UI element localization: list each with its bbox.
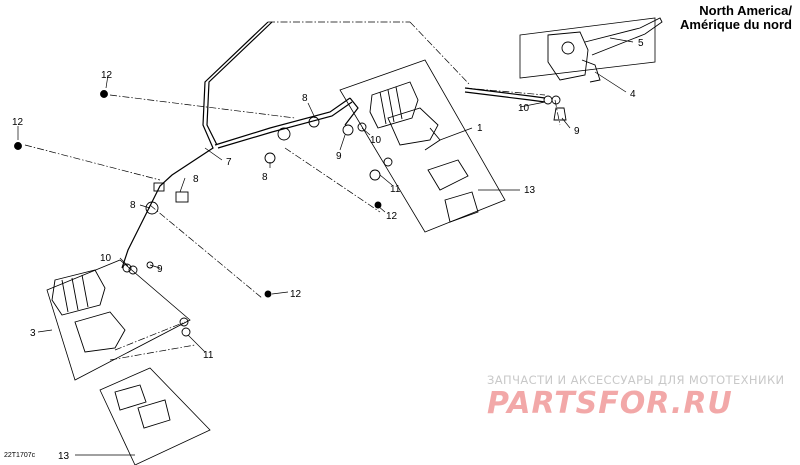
caliper-left xyxy=(51,269,126,353)
region-title-line2: Amérique du nord xyxy=(680,17,792,32)
callout-4: 4 xyxy=(630,89,636,100)
callout-3: 3 xyxy=(30,328,36,339)
drawing-code: 22T1707c xyxy=(4,452,36,459)
master-cylinder xyxy=(547,17,663,121)
callout-8-left: 8 xyxy=(130,200,136,211)
callout-13-bottom: 13 xyxy=(58,451,70,462)
callout-10-center: 10 xyxy=(370,135,382,146)
callout-9-right: 9 xyxy=(574,126,580,137)
callout-12-lower: 12 xyxy=(290,289,302,300)
callout-9-center: 9 xyxy=(336,151,342,162)
callout-12-far-left: 12 xyxy=(12,117,24,128)
callout-10-left: 10 xyxy=(100,253,112,264)
callout-7: 7 xyxy=(226,157,232,168)
brake-lines xyxy=(121,21,546,269)
callout-5: 5 xyxy=(638,38,644,49)
bolts xyxy=(14,90,393,337)
callout-13-right: 13 xyxy=(524,185,536,196)
watermark-tagline: ЗАПЧАСТИ И АКСЕССУАРЫ ДЛЯ МОТОТЕХНИКИ xyxy=(487,373,785,387)
region-title: North America/ Amérique du nord xyxy=(680,4,792,32)
callout-12-center: 12 xyxy=(386,211,398,222)
watermark-logo: PARTSFOR.RU xyxy=(487,386,733,421)
fittings xyxy=(122,95,561,275)
callout-1: 1 xyxy=(477,123,483,134)
leader-lines xyxy=(24,21,561,361)
outline-boxes xyxy=(46,17,656,465)
callout-11-left: 11 xyxy=(203,350,214,361)
callout-8-right: 8 xyxy=(193,174,199,185)
callout-12-topleft: 12 xyxy=(101,70,113,81)
callout-8-clip: 8 xyxy=(262,172,268,183)
callout-10-right: 10 xyxy=(518,103,530,114)
callout-11-right: 11 xyxy=(390,184,401,195)
callout-leaders xyxy=(17,37,634,456)
callout-9-left: 9 xyxy=(157,264,163,275)
region-title-line1: North America/ xyxy=(699,3,792,18)
callout-8-upper: 8 xyxy=(302,93,308,104)
callout-labels: 1 3 4 5 7 8 8 8 8 9 9 9 10 10 10 11 11 1… xyxy=(12,38,644,462)
brake-pads xyxy=(114,159,479,429)
